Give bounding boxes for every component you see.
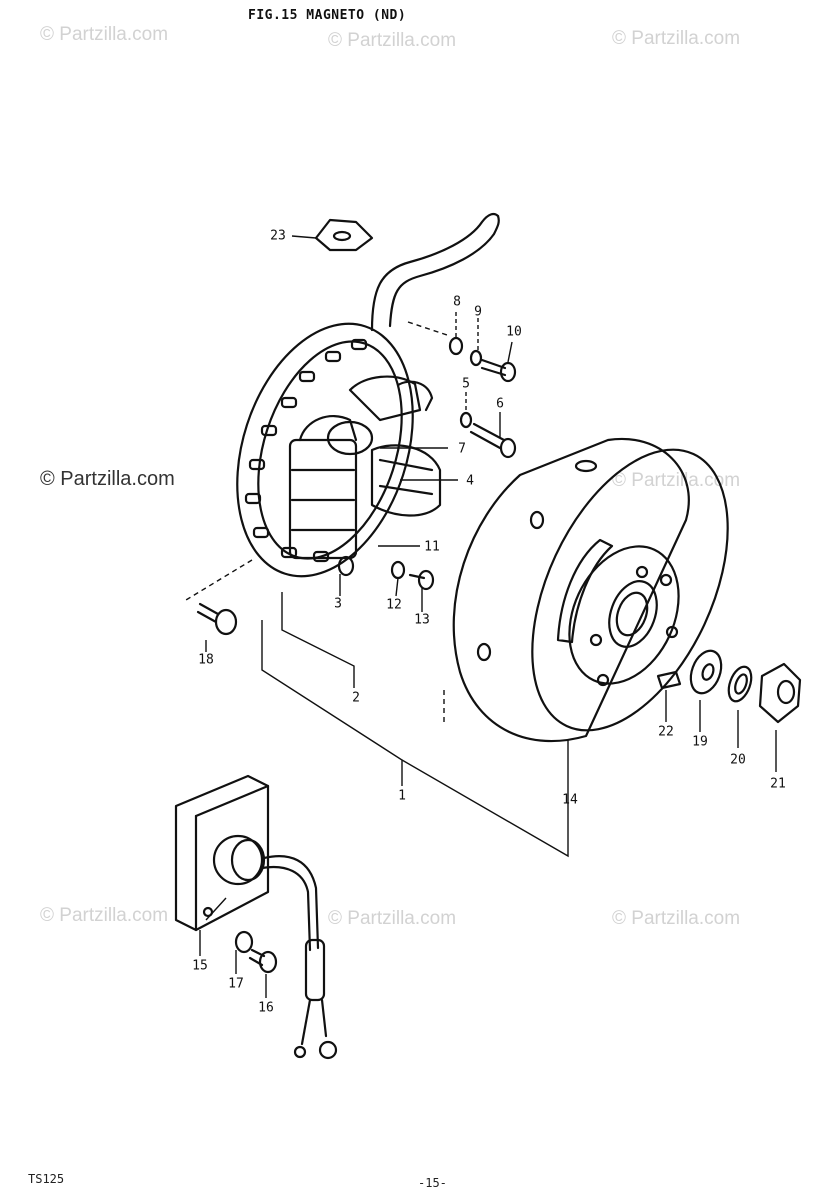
callout-16: 16 [258, 1000, 274, 1016]
callout-2: 2 [352, 690, 360, 706]
callout-13: 13 [414, 612, 430, 628]
coil-assembly [288, 375, 442, 560]
callout-9: 9 [474, 304, 482, 320]
part-6-screw [469, 422, 517, 459]
callout-12: 12 [386, 597, 402, 613]
callout-23: 23 [270, 228, 286, 244]
watermark: © Partzilla.com [612, 28, 741, 49]
watermark: © Partzilla.com [612, 470, 741, 491]
callout-21: 21 [770, 776, 786, 792]
callout-14: 14 [562, 792, 578, 808]
part-22-key [656, 670, 682, 690]
callout-7: 7 [458, 441, 466, 457]
callout-1: 1 [398, 788, 406, 804]
callout-15: 15 [192, 958, 208, 974]
flywheel-rotor [452, 437, 729, 743]
callout-17: 17 [228, 976, 244, 992]
part-17-washer [234, 930, 254, 954]
footer-page-number: -15- [418, 1176, 447, 1190]
watermark: © Partzilla.com [612, 908, 741, 929]
part-21-nut [758, 662, 802, 724]
part-13-screw [408, 569, 435, 591]
part-5-washer [459, 411, 473, 429]
footer-model: TS125 [28, 1172, 65, 1186]
part-23-grommet [314, 218, 374, 252]
callout-6: 6 [496, 396, 504, 412]
part-16-screw [248, 948, 278, 974]
callout-10: 10 [506, 324, 522, 340]
callout-18: 18 [198, 652, 214, 668]
watermark: © Partzilla.com [40, 24, 169, 45]
stator-plate [236, 322, 414, 578]
part-18-screw [196, 602, 238, 636]
part-10-screw [480, 358, 517, 383]
part-3-screw [337, 555, 355, 577]
part-15-regulator [174, 774, 338, 1060]
watermark: © Partzilla.com [40, 468, 175, 490]
callout-19: 19 [692, 734, 708, 750]
watermark: © Partzilla.com [40, 905, 169, 926]
wiring-harness [370, 212, 500, 332]
watermark: © Partzilla.com [328, 30, 457, 51]
figure-title: FIG.15 MAGNETO (ND) [248, 8, 407, 23]
callout-11: 11 [424, 539, 440, 555]
callout-4: 4 [466, 473, 474, 489]
callout-20: 20 [730, 752, 746, 768]
part-9-washer [469, 349, 483, 367]
part-20-lock-washer [727, 665, 753, 703]
callout-22: 22 [658, 724, 674, 740]
callout-3: 3 [334, 596, 342, 612]
part-8-washer [448, 336, 464, 356]
callout-8: 8 [453, 294, 461, 310]
watermark: © Partzilla.com [328, 908, 457, 929]
leader-lines [185, 235, 777, 998]
part-19-washer [689, 649, 723, 695]
callout-5: 5 [462, 376, 470, 392]
part-12-washer [390, 560, 406, 580]
